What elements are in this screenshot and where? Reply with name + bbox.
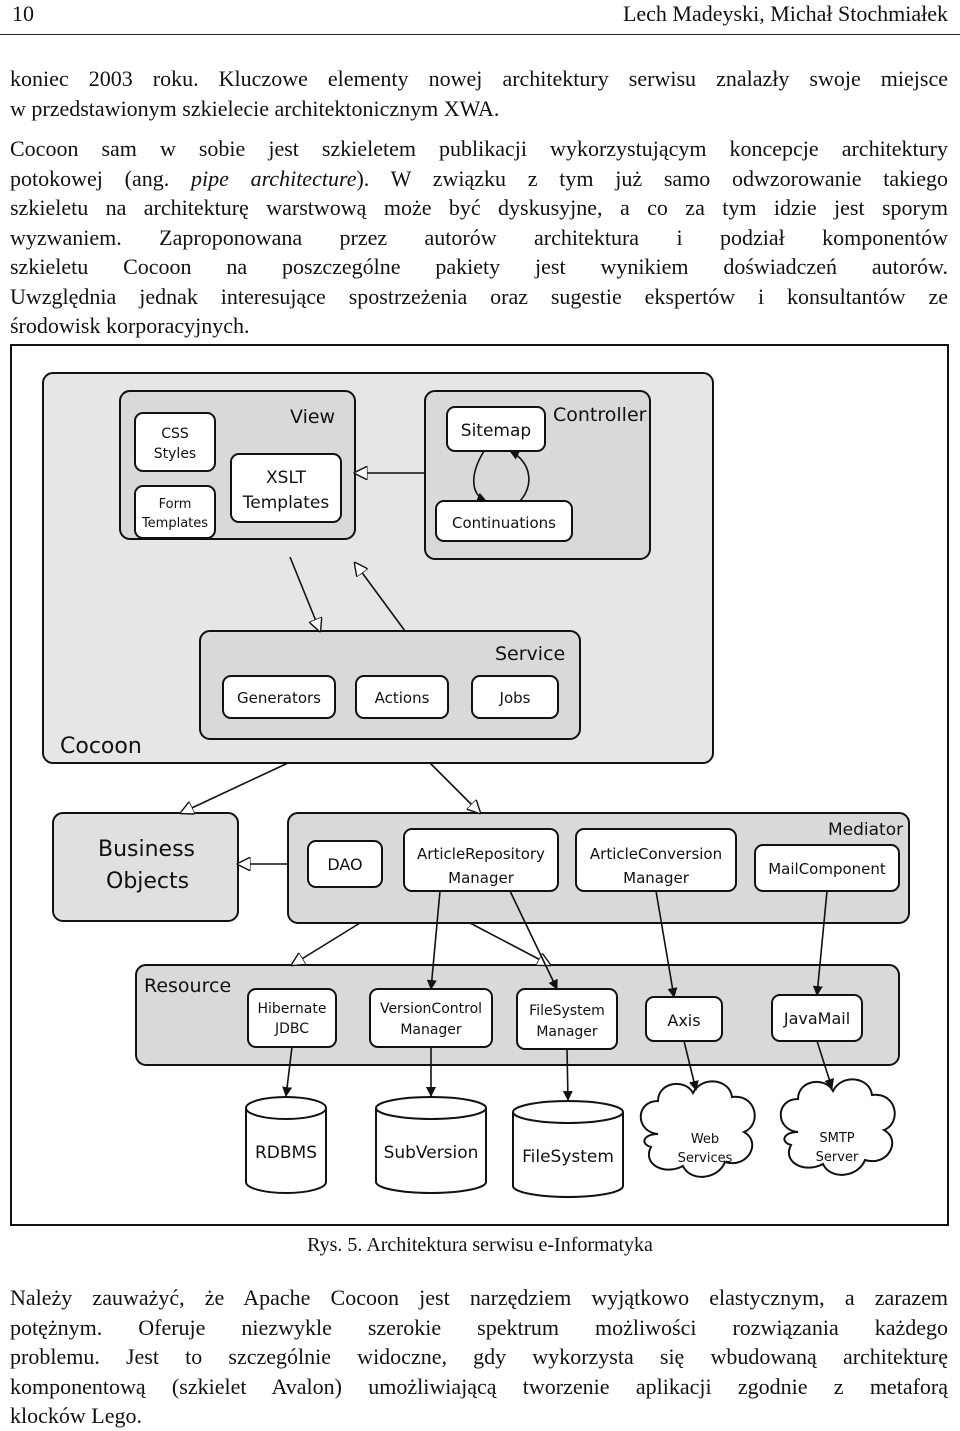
text-line: szkieletu na architekturę warstwową może… xyxy=(10,195,948,220)
smtp-server-label: SMTP xyxy=(819,1131,854,1146)
xslt-templates-label: Templates xyxy=(242,493,330,513)
continuations-label: Continuations xyxy=(452,514,556,532)
sitemap-label: Sitemap xyxy=(461,421,531,441)
filesystem-manager-label: Manager xyxy=(536,1024,598,1040)
filesystem-manager-box xyxy=(516,988,618,1050)
paragraph-2: Cocoon sam w sobie jest szkieletem publi… xyxy=(10,134,948,341)
css-styles-box xyxy=(134,412,216,472)
text-line: Należy zauważyć, że Apache Cocoon jest n… xyxy=(10,1285,948,1310)
xslt-templates-box xyxy=(230,453,342,523)
page-header: 10 Lech Madeyski, Michał Stochmiałek xyxy=(12,0,948,34)
web-services-cloud xyxy=(639,1080,756,1178)
rdbms-label: RDBMS xyxy=(255,1143,317,1163)
text-span: potokowej (ang. xyxy=(10,165,191,191)
text-line: w przedstawionym szkielecie architektoni… xyxy=(10,95,500,121)
smtp-server-cloud xyxy=(779,1078,896,1176)
usage-arrows xyxy=(282,450,835,1101)
mediator-label: Mediator xyxy=(828,820,903,840)
view-label: View xyxy=(290,406,335,428)
version-control-manager-label: Manager xyxy=(400,1022,462,1038)
text-line: klocków Lego. xyxy=(10,1403,142,1428)
figure-caption: Rys. 5. Architektura serwisu e-Informaty… xyxy=(307,1234,653,1256)
version-control-manager-box xyxy=(369,988,493,1048)
sitemap-box xyxy=(446,406,546,452)
page-number: 10 xyxy=(12,1,34,26)
paragraph-3: Należy zauważyć, że Apache Cocoon jest n… xyxy=(10,1283,948,1431)
text-line: wyzwaniem. Zaproponowana przez autorów a… xyxy=(10,224,948,250)
css-styles-label: Styles xyxy=(154,446,196,462)
dependency-arrows xyxy=(181,473,550,965)
text-span: ). W związku z tym już samo odwzorowanie… xyxy=(356,165,949,191)
text-line: środowisk korporacyjnych. xyxy=(10,313,250,338)
dao-box xyxy=(307,840,383,888)
text-line: potokowej (ang. pipe architecture). W zw… xyxy=(10,164,948,194)
xslt-templates-label: XSLT xyxy=(266,468,307,488)
article-repository-manager-box xyxy=(403,828,559,892)
smtp-server-label: Server xyxy=(816,1150,859,1165)
hibernate-jdbc-label: JDBC xyxy=(274,1021,309,1037)
article-repository-manager-label: Manager xyxy=(448,869,515,887)
hibernate-jdbc-label: Hibernate xyxy=(258,1001,327,1017)
actions-box xyxy=(355,675,449,719)
text-line: Uwzględnia jednak interesujące spostrzeż… xyxy=(10,283,948,309)
controller-label: Controller xyxy=(553,404,647,426)
article-repository-manager-label: ArticleRepository xyxy=(417,845,545,863)
text-line: komponentową (szkielet Avalon) umożliwia… xyxy=(10,1373,948,1399)
business-objects-label: Business xyxy=(98,837,195,862)
text-line: koniec 2003 roku. Kluczowe elementy nowe… xyxy=(10,66,948,91)
generators-box xyxy=(222,675,336,719)
resource-label: Resource xyxy=(144,975,231,997)
header-rule xyxy=(0,34,960,35)
article-conversion-manager-label: ArticleConversion xyxy=(590,845,722,863)
running-head-authors: Lech Madeyski, Michał Stochmiałek xyxy=(622,1,948,26)
text-line: Cocoon sam w sobie jest szkieletem publi… xyxy=(10,136,948,161)
form-templates-box xyxy=(134,485,216,539)
filesystem-storage xyxy=(512,1100,624,1198)
form-templates-label: Form xyxy=(159,497,192,512)
mail-component-label: MailComponent xyxy=(768,860,886,878)
subversion-repository xyxy=(375,1096,487,1194)
rdbms-database xyxy=(245,1096,327,1194)
web-services-label: Web xyxy=(691,1132,719,1147)
architecture-diagram: Cocoon View CSS Styles Form Templates XS… xyxy=(10,344,949,1226)
generators-label: Generators xyxy=(237,689,321,707)
version-control-manager-label: VersionControl xyxy=(380,1001,482,1017)
article-conversion-manager-label: Manager xyxy=(623,869,690,887)
actions-label: Actions xyxy=(375,689,430,707)
emphasized-term: pipe architecture xyxy=(190,165,357,191)
text-line: potężnym. Oferuje niezwykle szerokie spe… xyxy=(10,1314,948,1340)
dao-label: DAO xyxy=(327,855,362,874)
service-label: Service xyxy=(495,643,565,665)
hibernate-jdbc-box xyxy=(247,988,337,1048)
paragraph-1: koniec 2003 roku. Kluczowe elementy nowe… xyxy=(10,64,948,123)
axis-label: Axis xyxy=(667,1011,700,1030)
business-objects-label: Objects xyxy=(106,869,189,894)
continuations-box xyxy=(435,500,573,542)
text-line: problemu. Jest to szczególnie widoczne, … xyxy=(10,1344,948,1369)
css-styles-label: CSS xyxy=(161,426,189,442)
jobs-label: Jobs xyxy=(499,689,531,707)
web-services-label: Services xyxy=(678,1151,733,1166)
text-line: szkieletu Cocoon na poszczególne pakiety… xyxy=(10,254,948,279)
javamail-label: JavaMail xyxy=(783,1009,850,1028)
filesystem-manager-label: FileSystem xyxy=(529,1003,605,1019)
cocoon-label: Cocoon xyxy=(60,734,142,759)
subversion-label: SubVersion xyxy=(384,1143,479,1163)
business-objects-package xyxy=(52,812,239,922)
jobs-box xyxy=(471,675,559,719)
form-templates-label: Templates xyxy=(141,516,208,531)
filesystem-label: FileSystem xyxy=(522,1147,614,1167)
